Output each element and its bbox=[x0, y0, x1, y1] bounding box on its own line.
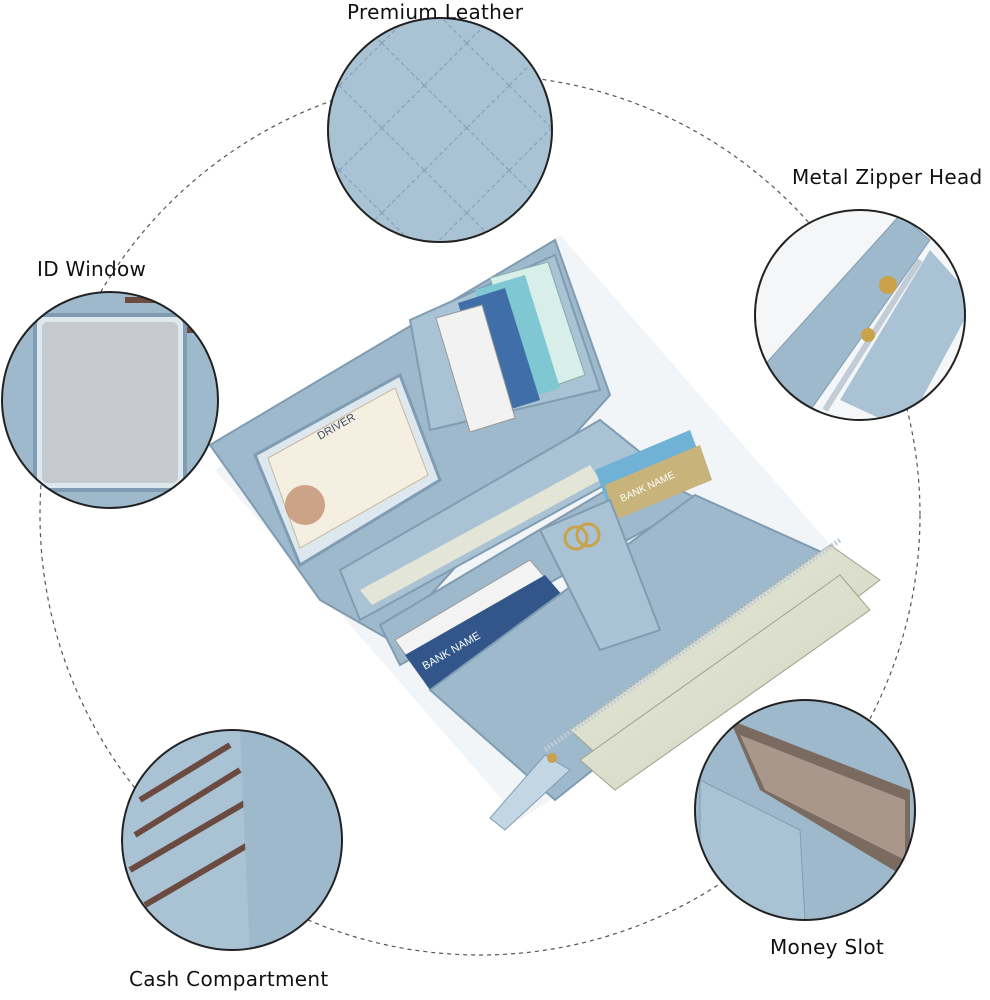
callout-metal-zipper-head bbox=[754, 209, 966, 421]
label-metal-zipper-head: Metal Zipper Head bbox=[792, 165, 983, 189]
card-stack-lower: BANK NAME BANK NAME bbox=[394, 430, 712, 690]
label-id-window: ID Window bbox=[37, 257, 147, 281]
label-cash-compartment: Cash Compartment bbox=[129, 967, 329, 991]
callout-premium-leather bbox=[327, 17, 553, 243]
snap-strap bbox=[538, 498, 662, 652]
ring-logo bbox=[563, 522, 601, 551]
cash-bills bbox=[569, 544, 881, 791]
card-stack-top bbox=[435, 261, 586, 433]
callout-money-slot bbox=[694, 699, 916, 921]
callout-cash-compartment bbox=[121, 729, 343, 951]
label-premium-leather: Premium Leather bbox=[347, 0, 524, 24]
callout-id-window bbox=[1, 291, 219, 509]
wallet: DRIVER BANK NAME BANK NAME bbox=[208, 235, 881, 831]
zipper bbox=[543, 537, 842, 753]
label-money-slot: Money Slot bbox=[770, 935, 884, 959]
zipper-pull bbox=[489, 754, 571, 831]
